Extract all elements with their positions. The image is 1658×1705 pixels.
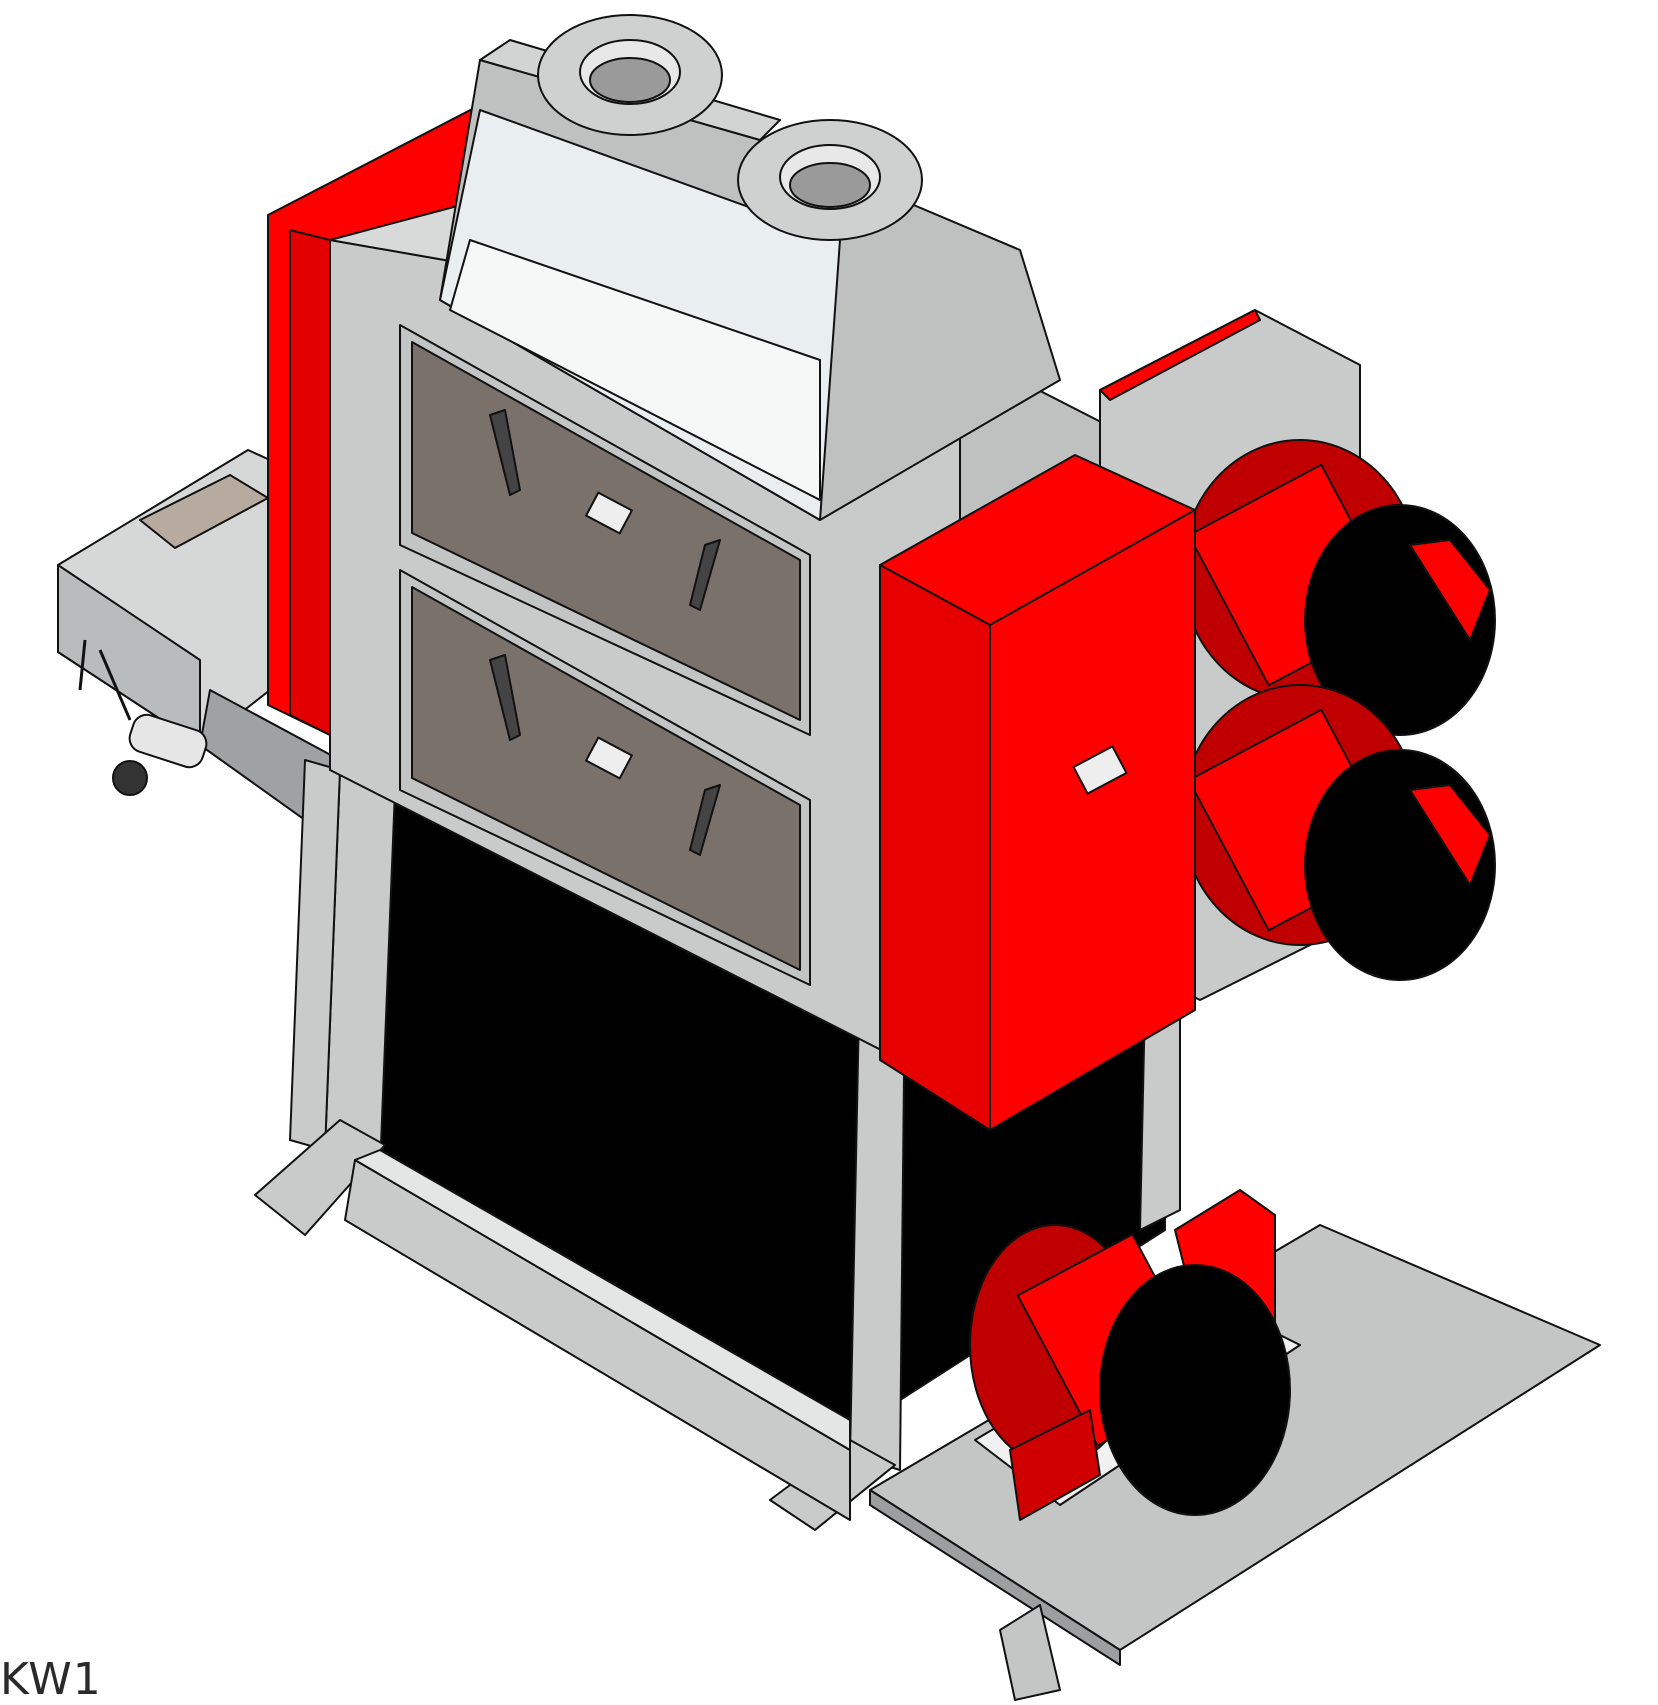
pneumatic-cylinder xyxy=(78,639,208,796)
lower-motor xyxy=(1181,684,1496,981)
floor-motor xyxy=(969,1189,1291,1521)
red-guard-cover xyxy=(879,454,1196,1131)
inlet-flange-1 xyxy=(537,14,723,136)
top-hopper xyxy=(439,39,1061,521)
figure-caption: KW1 xyxy=(0,1654,102,1705)
upper-door xyxy=(399,324,811,736)
rear-left-frame xyxy=(57,449,341,846)
inlet-flange-2 xyxy=(737,119,923,241)
lower-door xyxy=(399,569,811,986)
base-frame xyxy=(254,759,1181,1531)
upper-motor xyxy=(1181,439,1496,736)
